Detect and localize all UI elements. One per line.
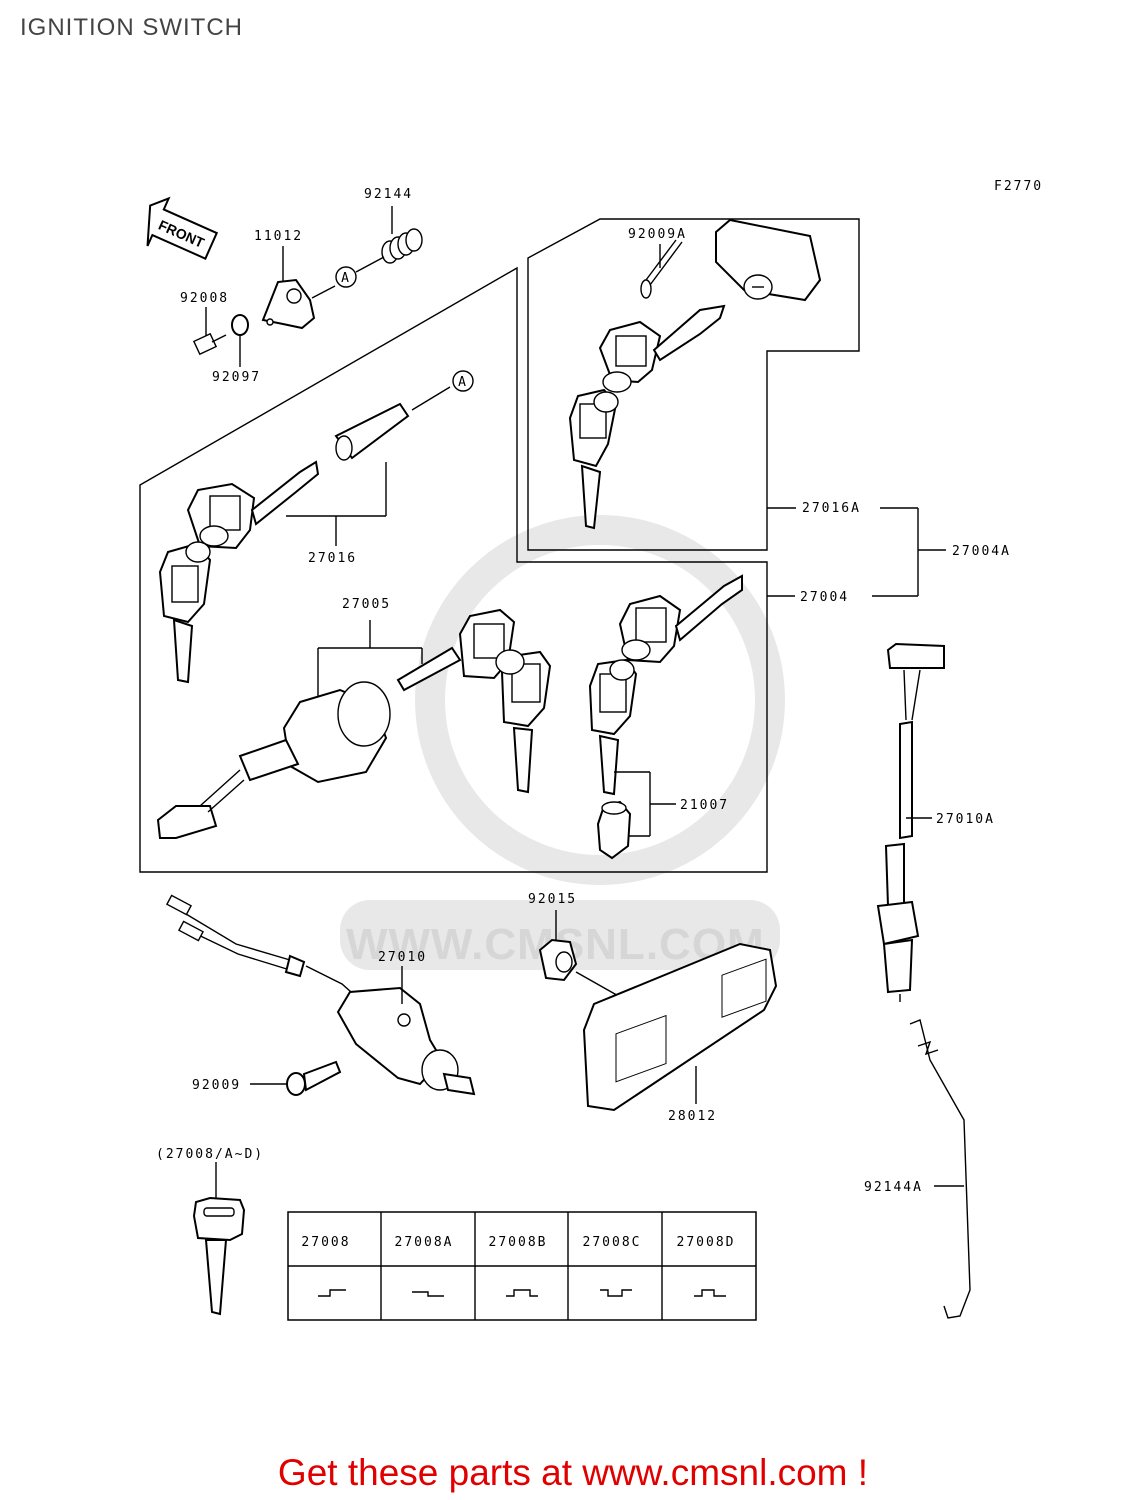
- table-header-27008a: 27008A: [395, 1235, 454, 1250]
- box-27004: [139, 266, 768, 873]
- key-set-27004: [588, 574, 743, 796]
- label-28012: 28012: [668, 1109, 717, 1124]
- table-header-27008: 27008: [301, 1235, 350, 1250]
- front-arrow-icon: FRONT: [146, 196, 219, 260]
- screw-92009: [286, 1060, 342, 1096]
- footer-promo-link[interactable]: Get these parts at www.cmsnl.com !: [277, 1452, 869, 1493]
- cap-cover: [715, 218, 822, 302]
- sensor-27010a: [876, 642, 945, 1002]
- label-27005: 27005: [342, 597, 391, 612]
- label-27016: 27016: [308, 551, 357, 566]
- label-92015: 92015: [528, 892, 577, 907]
- label-27004: 27004: [800, 590, 849, 605]
- label-92097: 92097: [212, 370, 261, 385]
- table-header-27008c: 27008C: [583, 1235, 642, 1250]
- watermark-logo: [340, 515, 785, 970]
- table-header-27008d: 27008D: [677, 1235, 736, 1250]
- callout-a-2: [452, 370, 474, 392]
- table-header-27008b: 27008B: [489, 1235, 548, 1250]
- key-profile-icon: [318, 1289, 726, 1297]
- label-27008-set: (27008/A~D): [156, 1147, 264, 1162]
- nut-92015: [538, 938, 578, 982]
- key-set-27005: [396, 608, 552, 794]
- spring-rod-92144a: [909, 1019, 971, 1319]
- label-21007: 21007: [680, 798, 729, 813]
- lock-cylinder: [334, 402, 410, 461]
- label-27010: 27010: [378, 950, 427, 965]
- label-27016a: 27016A: [802, 501, 861, 516]
- key-code-table: [287, 1211, 757, 1321]
- screw-92009a: [640, 239, 683, 299]
- spring-92144: [381, 228, 423, 264]
- cap-21007: [596, 800, 632, 860]
- box-27004a: [527, 218, 860, 551]
- label-92144a: 92144A: [864, 1180, 923, 1195]
- screw-92008: [192, 332, 227, 356]
- label-92008: 92008: [180, 291, 229, 306]
- key-set-27016a: [568, 304, 726, 530]
- callout-a-1: [335, 266, 357, 288]
- key-blank-27008: [192, 1196, 246, 1316]
- label-92009a: 92009A: [628, 227, 687, 242]
- svg-text:A: A: [458, 375, 468, 390]
- key-set-27016: [158, 460, 320, 684]
- figure-code: F2770: [994, 179, 1043, 194]
- label-27004a: 27004A: [952, 544, 1011, 559]
- svg-text:A: A: [341, 271, 351, 286]
- label-92144: 92144: [364, 187, 413, 202]
- washer-92097: [231, 314, 249, 336]
- reflector-28012: [582, 942, 778, 1112]
- ignition-switch-body: [156, 681, 391, 839]
- page-title: IGNITION SWITCH: [20, 14, 243, 41]
- label-92009: 92009: [192, 1078, 241, 1093]
- stopper-plate-11012: [261, 278, 316, 330]
- switch-27010: [165, 894, 476, 1096]
- label-11012: 11012: [254, 229, 303, 244]
- label-27010a: 27010A: [936, 812, 995, 827]
